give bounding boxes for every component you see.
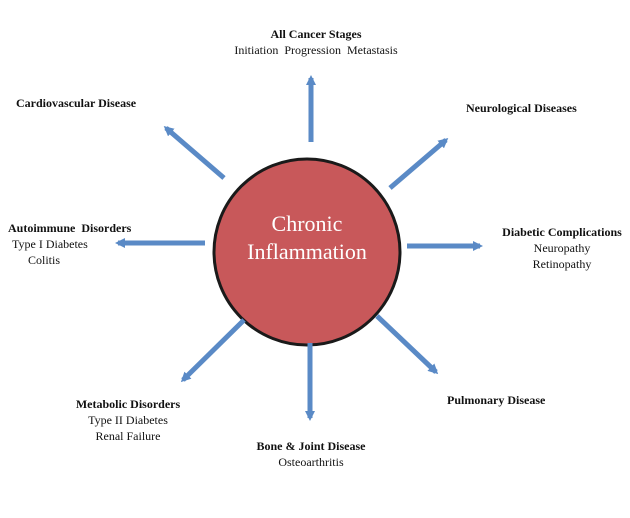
node-cancer-detail: Initiation Progression Metastasis — [234, 43, 398, 57]
node-pulmonary: Pulmonary Disease — [447, 392, 545, 408]
node-cancer: All Cancer Stages Initiation Progression… — [226, 26, 406, 58]
central-label-line1: Chronic — [271, 211, 343, 236]
node-metabolic-title: Metabolic Disorders — [75, 397, 181, 411]
node-diabetic: Diabetic Complications Neuropathy Retino… — [494, 224, 630, 272]
node-autoimmune-item-1: Type I Diabetes — [12, 237, 88, 251]
node-cancer-title: All Cancer Stages — [270, 27, 362, 41]
arrow-to-pulmonary — [375, 314, 439, 375]
arrow-to-metabolic — [180, 318, 246, 383]
arrow-to-neurological — [388, 138, 449, 190]
central-label-line2: Inflammation — [247, 239, 367, 264]
node-bone-title: Bone & Joint Disease — [256, 439, 366, 453]
node-cardiovascular: Cardiovascular Disease — [16, 95, 136, 111]
node-metabolic: Metabolic Disorders Type II Diabetes Ren… — [58, 396, 198, 444]
node-bone-item-1: Osteoarthritis — [278, 455, 344, 469]
node-bone: Bone & Joint Disease Osteoarthritis — [236, 438, 386, 470]
node-diabetic-item-2: Retinopathy — [532, 257, 592, 271]
node-neurological: Neurological Diseases — [466, 100, 577, 116]
node-autoimmune-title: Autoimmune Disorders — [8, 221, 132, 235]
node-pulmonary-title: Pulmonary Disease — [447, 393, 546, 407]
node-diabetic-title: Diabetic Complications — [502, 225, 622, 239]
node-autoimmune-item-2: Colitis — [28, 253, 61, 267]
central-circle — [212, 157, 402, 347]
node-metabolic-item-1: Type II Diabetes — [88, 413, 168, 427]
node-metabolic-item-2: Renal Failure — [95, 429, 161, 443]
node-cardiovascular-title: Cardiovascular Disease — [16, 96, 137, 110]
central-label: Chronic Inflammation — [212, 210, 402, 266]
node-autoimmune: Autoimmune Disorders Type I Diabetes Col… — [8, 220, 131, 268]
node-diabetic-item-1: Neuropathy — [533, 241, 591, 255]
arrow-to-cardiovascular — [163, 126, 226, 180]
node-neurological-title: Neurological Diseases — [466, 101, 577, 115]
